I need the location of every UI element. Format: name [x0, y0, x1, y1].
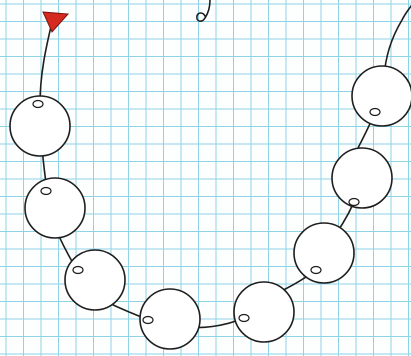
bead-3	[65, 250, 125, 310]
bead-6	[294, 223, 354, 283]
bead-7	[332, 148, 392, 208]
bead-5	[234, 282, 294, 342]
bead-8	[352, 66, 411, 126]
bead-1	[10, 96, 70, 156]
bead-2	[25, 178, 85, 238]
bead-4	[140, 289, 200, 349]
